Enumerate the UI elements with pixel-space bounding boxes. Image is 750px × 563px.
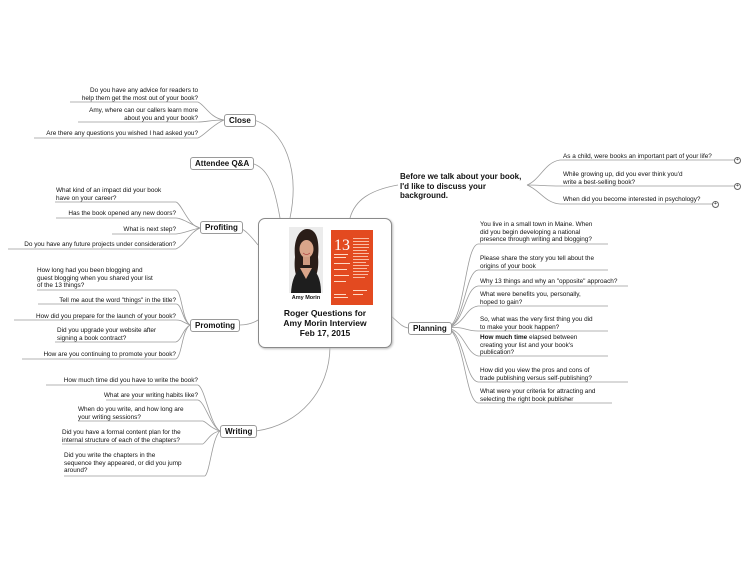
close-item-2[interactable]: Amy, where can our callers learn more ab… [89,107,198,122]
svg-text:13: 13 [334,237,350,254]
planning-item-3[interactable]: Why 13 things and why an "opposite" appr… [480,278,618,285]
writing-item-2[interactable]: What are your writing habits like? [103,392,198,399]
expand-icon[interactable]: + [734,157,741,164]
topic-profiting[interactable]: Profiting [200,221,243,234]
topic-promoting[interactable]: Promoting [190,319,240,332]
profiting-item-1[interactable]: What kind of an impact did your book hav… [56,187,162,202]
planning-item-4[interactable]: What were benefits you, personally, hope… [480,291,581,306]
profiting-item-3[interactable]: What is next step? [123,226,176,233]
promoting-item-5[interactable]: How are you continuing to promote your b… [43,351,176,358]
planning-item-2[interactable]: Please share the story you tell about th… [480,255,595,270]
planning-item-6[interactable]: How much time elapsed between creating y… [480,334,578,357]
expand-icon[interactable]: + [734,183,741,190]
planning-item-5[interactable]: So, what was the very first thing you di… [480,316,593,331]
close-item-3[interactable]: Are there any questions you wished I had… [46,130,198,137]
writing-item-5[interactable]: Did you write the chapters in the sequen… [64,452,182,475]
author-photo [289,227,323,293]
promoting-item-1[interactable]: How long had you been blogging and guest… [37,267,153,290]
background-item-3[interactable]: When did you become interested in psycho… [563,196,701,203]
background-item-2[interactable]: While growing up, did you ever think you… [563,171,683,186]
topic-background[interactable]: Before we talk about your book, I'd like… [400,172,522,200]
background-item-1[interactable]: As a child, were books an important part… [563,153,712,160]
close-item-1[interactable]: Do you have any advice for readers to he… [81,87,198,102]
planning-item-8[interactable]: What were your criteria for attracting a… [480,388,596,403]
profiting-item-2[interactable]: Has the book opened any new doors? [68,210,176,217]
writing-item-4[interactable]: Did you have a formal content plan for t… [62,429,181,444]
planning-item-1[interactable]: You live in a small town in Maine. When … [480,221,593,244]
photo-caption: Amy Morin [291,295,321,301]
writing-item-3[interactable]: When do you write, and how long are your… [78,406,184,421]
central-title: Roger Questions for Amy Morin Interview … [283,308,367,338]
topic-attendee-qa[interactable]: Attendee Q&A [190,157,255,170]
profiting-item-4[interactable]: Do you have any future projects under co… [24,241,176,248]
promoting-item-4[interactable]: Did you upgrade your website after signi… [57,327,157,342]
topic-planning[interactable]: Planning [408,322,452,335]
topic-writing[interactable]: Writing [220,425,258,438]
promoting-item-3[interactable]: How did you prepare for the launch of yo… [36,313,176,320]
central-topic[interactable]: 13 Amy Morin Roger Questions for Amy Mor… [258,218,392,348]
topic-close[interactable]: Close [224,114,256,127]
promoting-item-2[interactable]: Tell me aout the word "things" in the ti… [59,297,176,304]
book-cover: 13 [331,230,373,305]
expand-icon[interactable]: + [712,201,719,208]
planning-item-7[interactable]: How did you view the pros and cons of tr… [480,367,592,382]
writing-item-1[interactable]: How much time did you have to write the … [63,377,198,384]
